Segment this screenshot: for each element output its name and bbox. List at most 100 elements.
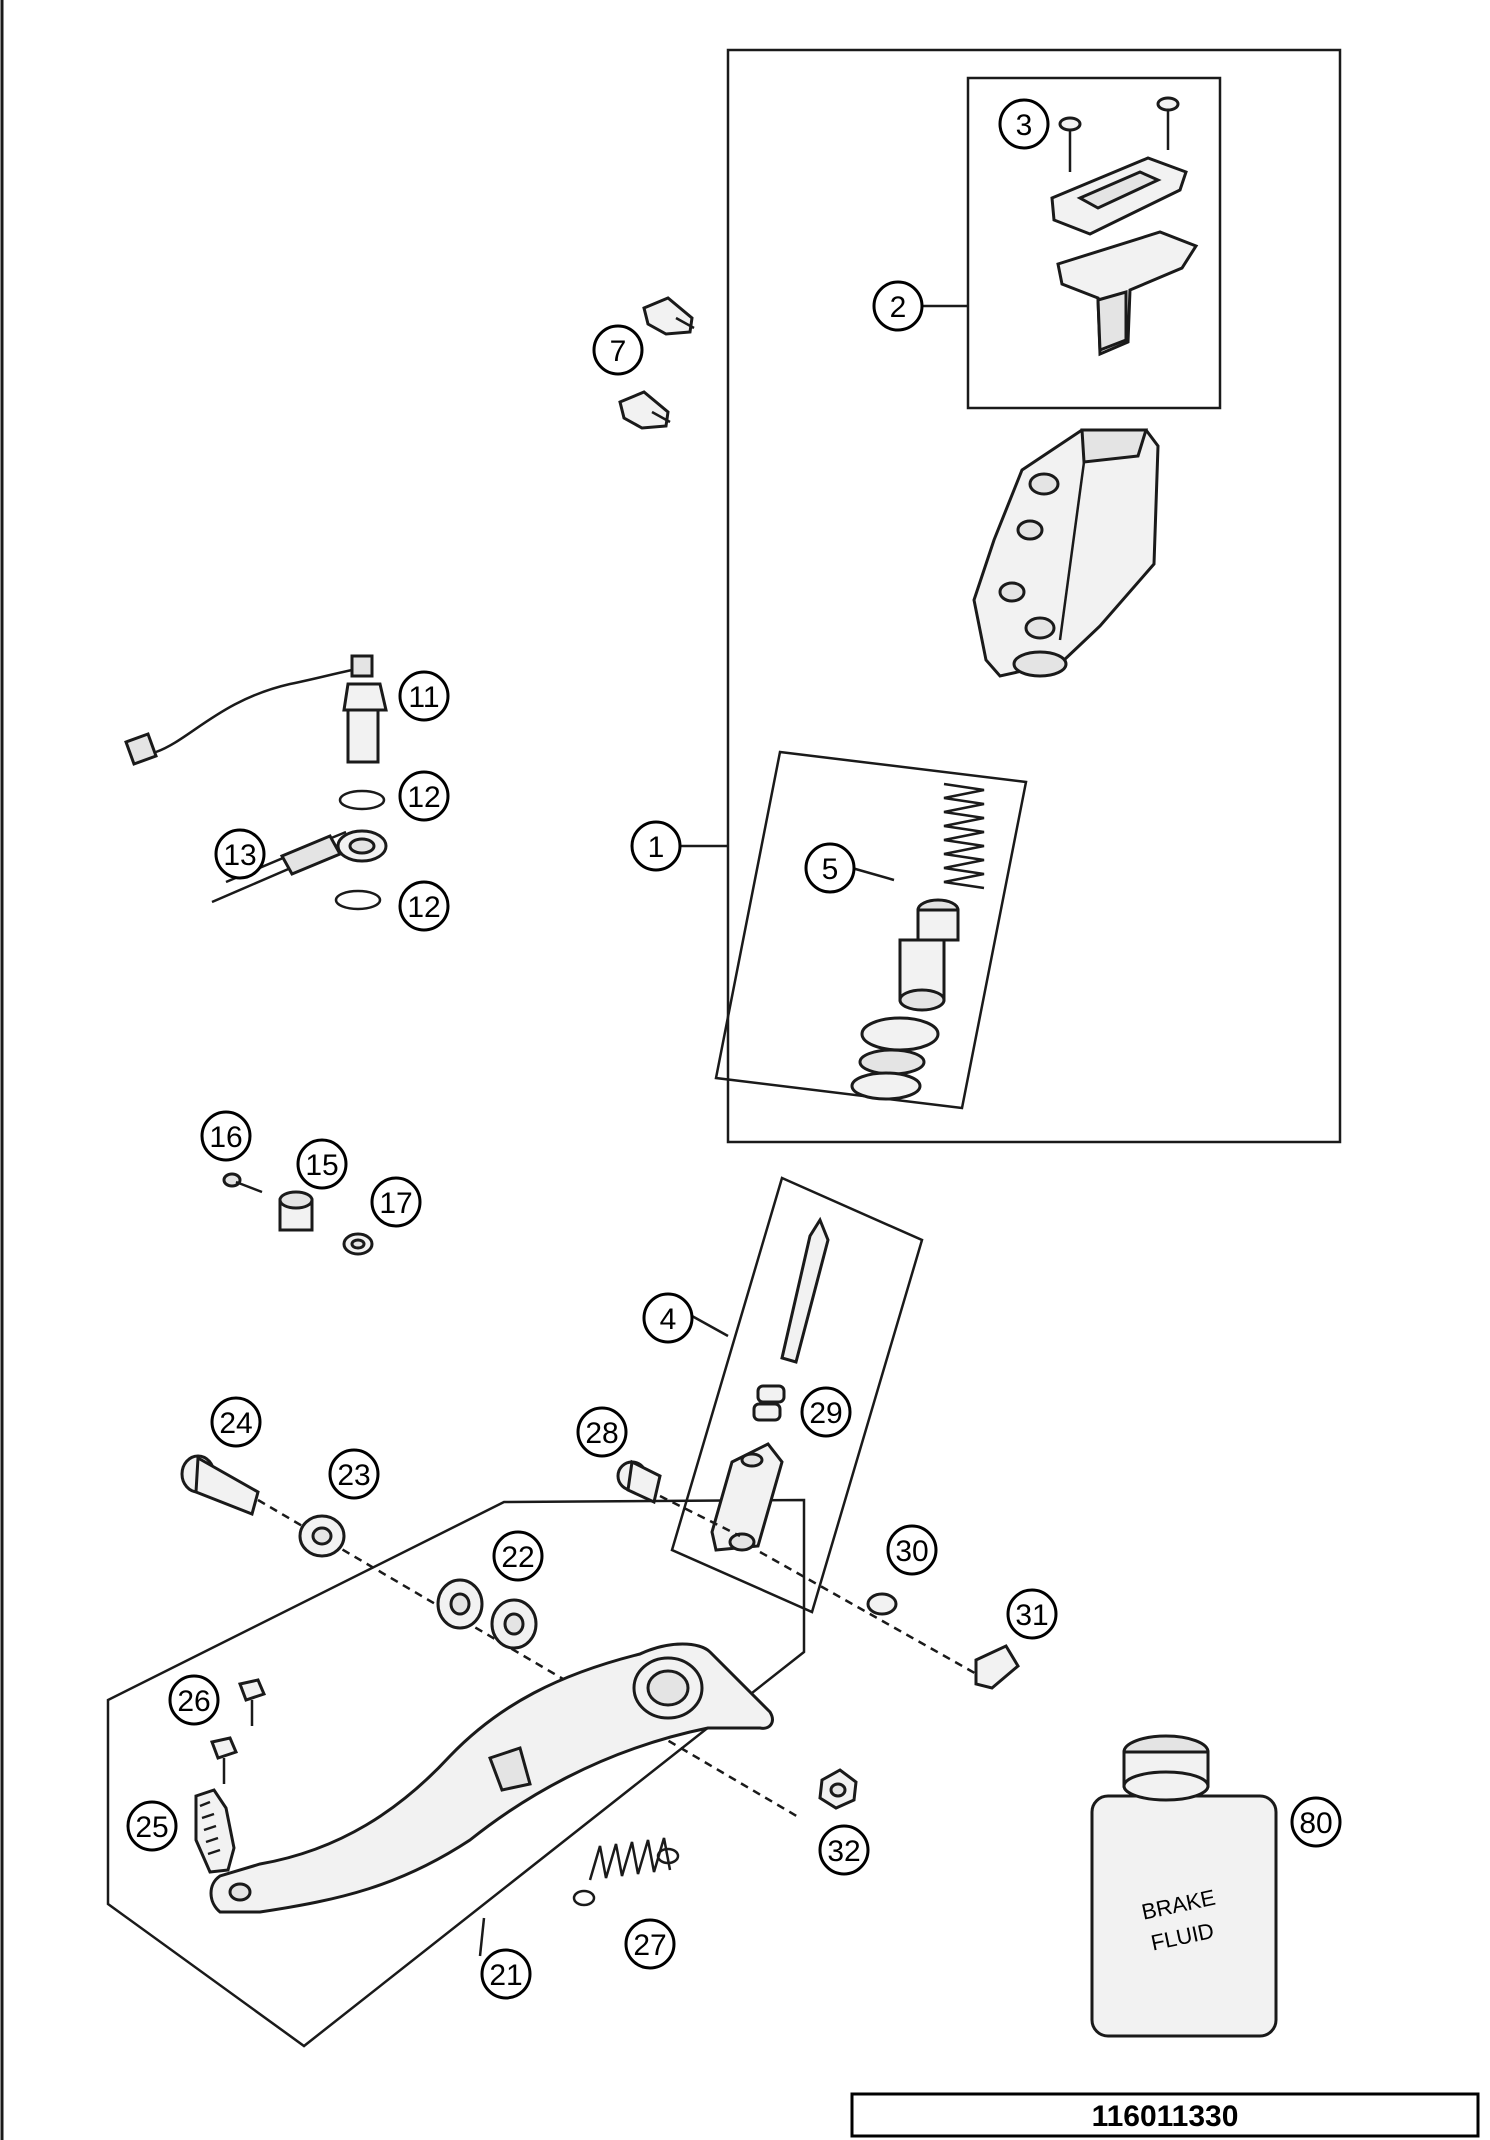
svg-text:15: 15 [305,1149,338,1182]
callout-2: 2 [872,280,924,332]
svg-text:2: 2 [890,291,907,324]
callout-28: 28 [576,1406,628,1458]
callout-80: 80 [1290,1796,1342,1848]
callout-22: 22 [492,1530,544,1582]
master-cylinder-body [972,428,1160,678]
svg-text:17: 17 [379,1187,412,1220]
svg-text:21: 21 [489,1959,522,1992]
svg-text:12: 12 [407,891,440,924]
brake-light-switch [342,654,388,764]
svg-text:28: 28 [585,1417,618,1450]
return-spring-27 [572,1837,680,1907]
callout-24: 24 [210,1396,262,1448]
callout-13: 13 [214,828,266,880]
pivot-bolt-24 [180,1454,260,1517]
washer-30 [866,1592,898,1616]
svg-text:30: 30 [895,1535,928,1568]
copper-washer-lower [334,889,382,911]
clevis-pin-28 [616,1459,662,1505]
axis-pivot [257,1498,801,1820]
callout-16: 16 [200,1110,252,1162]
callout-25: 25 [126,1800,178,1852]
svg-text:16: 16 [209,1121,242,1154]
svg-text:3: 3 [1016,109,1033,142]
callout-5: 5 [804,842,856,894]
svg-text:25: 25 [135,1811,168,1844]
leader-5 [851,866,895,882]
cotter-clip-31 [974,1644,1020,1690]
reservoir-diaphragm [1056,230,1199,357]
push-rod-kit-frame [670,1176,924,1614]
callout-31: 31 [1006,1588,1058,1640]
callout-32: 32 [818,1824,870,1876]
svg-text:13: 13 [223,839,256,872]
copper-washer-upper [338,789,386,811]
callout-15: 15 [296,1138,348,1190]
callout-17: 17 [370,1176,422,1228]
callout-4: 4 [642,1292,694,1344]
brake-pedal-frame [106,1498,806,2048]
reservoir-cap [1050,156,1188,236]
callout-21: 21 [480,1948,532,2000]
svg-text:1: 1 [648,831,665,864]
brake-hose [211,829,388,904]
svg-text:29: 29 [809,1397,842,1430]
callout-23: 23 [328,1448,380,1500]
svg-text:23: 23 [337,1459,370,1492]
footpeg-25 [194,1788,236,1874]
push-rod [780,1216,830,1364]
lock-nuts-29 [752,1384,786,1422]
callout-30: 30 [886,1524,938,1576]
pin-16 [222,1172,263,1194]
brake-pedal [209,1642,774,1914]
callout-12b: 12 [398,880,450,932]
callout-26: 26 [168,1674,220,1726]
pivot-nut-32 [818,1768,858,1810]
reservoir-cap-screws [1058,96,1180,172]
bushing-15 [278,1190,314,1232]
washer-23 [298,1514,346,1558]
axis-washer-clip [759,1550,981,1678]
bushing-22a [436,1578,484,1630]
leader-4 [691,1314,729,1338]
bolt-upper [642,296,695,336]
piston [898,898,960,1012]
svg-text:31: 31 [1015,1599,1048,1632]
svg-text:5: 5 [822,853,839,886]
svg-text:26: 26 [177,1685,210,1718]
brake-fluid-bottle: BRAKE FLUID [1090,1734,1278,2038]
callout-1: 1 [630,820,682,872]
bolts-26 [209,1678,267,1784]
svg-text:11: 11 [408,681,439,714]
svg-text:32: 32 [827,1835,860,1868]
callout-12a: 12 [398,770,450,822]
piston-kit-frame [714,750,1028,1110]
piston-seals [850,1016,940,1101]
callout-27: 27 [624,1918,676,1970]
clevis [710,1442,784,1552]
svg-text:7: 7 [610,335,627,368]
leader-21 [478,1917,486,1957]
svg-text:24: 24 [219,1407,252,1440]
bushing-22b [490,1598,538,1650]
spring [943,782,985,890]
callout-7: 7 [592,324,644,376]
bolt-lower [618,390,671,430]
nut-17 [342,1232,374,1256]
drawing-number-box: 116011330 [850,2092,1480,2138]
svg-text:4: 4 [660,1303,677,1336]
svg-text:22: 22 [501,1541,534,1574]
brake-switch-cable [124,666,363,766]
callout-29: 29 [800,1386,852,1438]
axis-clevis [659,1494,741,1538]
callouts: 1 2 3 4 5 7 11 12 12 13 15 16 17 21 22 2… [126,98,1342,2000]
svg-text:27: 27 [633,1929,666,1962]
callout-11: 11 [398,670,450,722]
reservoir-cap-frame [966,76,1222,410]
svg-text:12: 12 [407,781,440,814]
callout-3: 3 [998,98,1050,150]
drawing-number: 116011330 [1092,2100,1239,2133]
svg-text:80: 80 [1299,1807,1332,1840]
master-cylinder-frame [726,48,1342,1144]
